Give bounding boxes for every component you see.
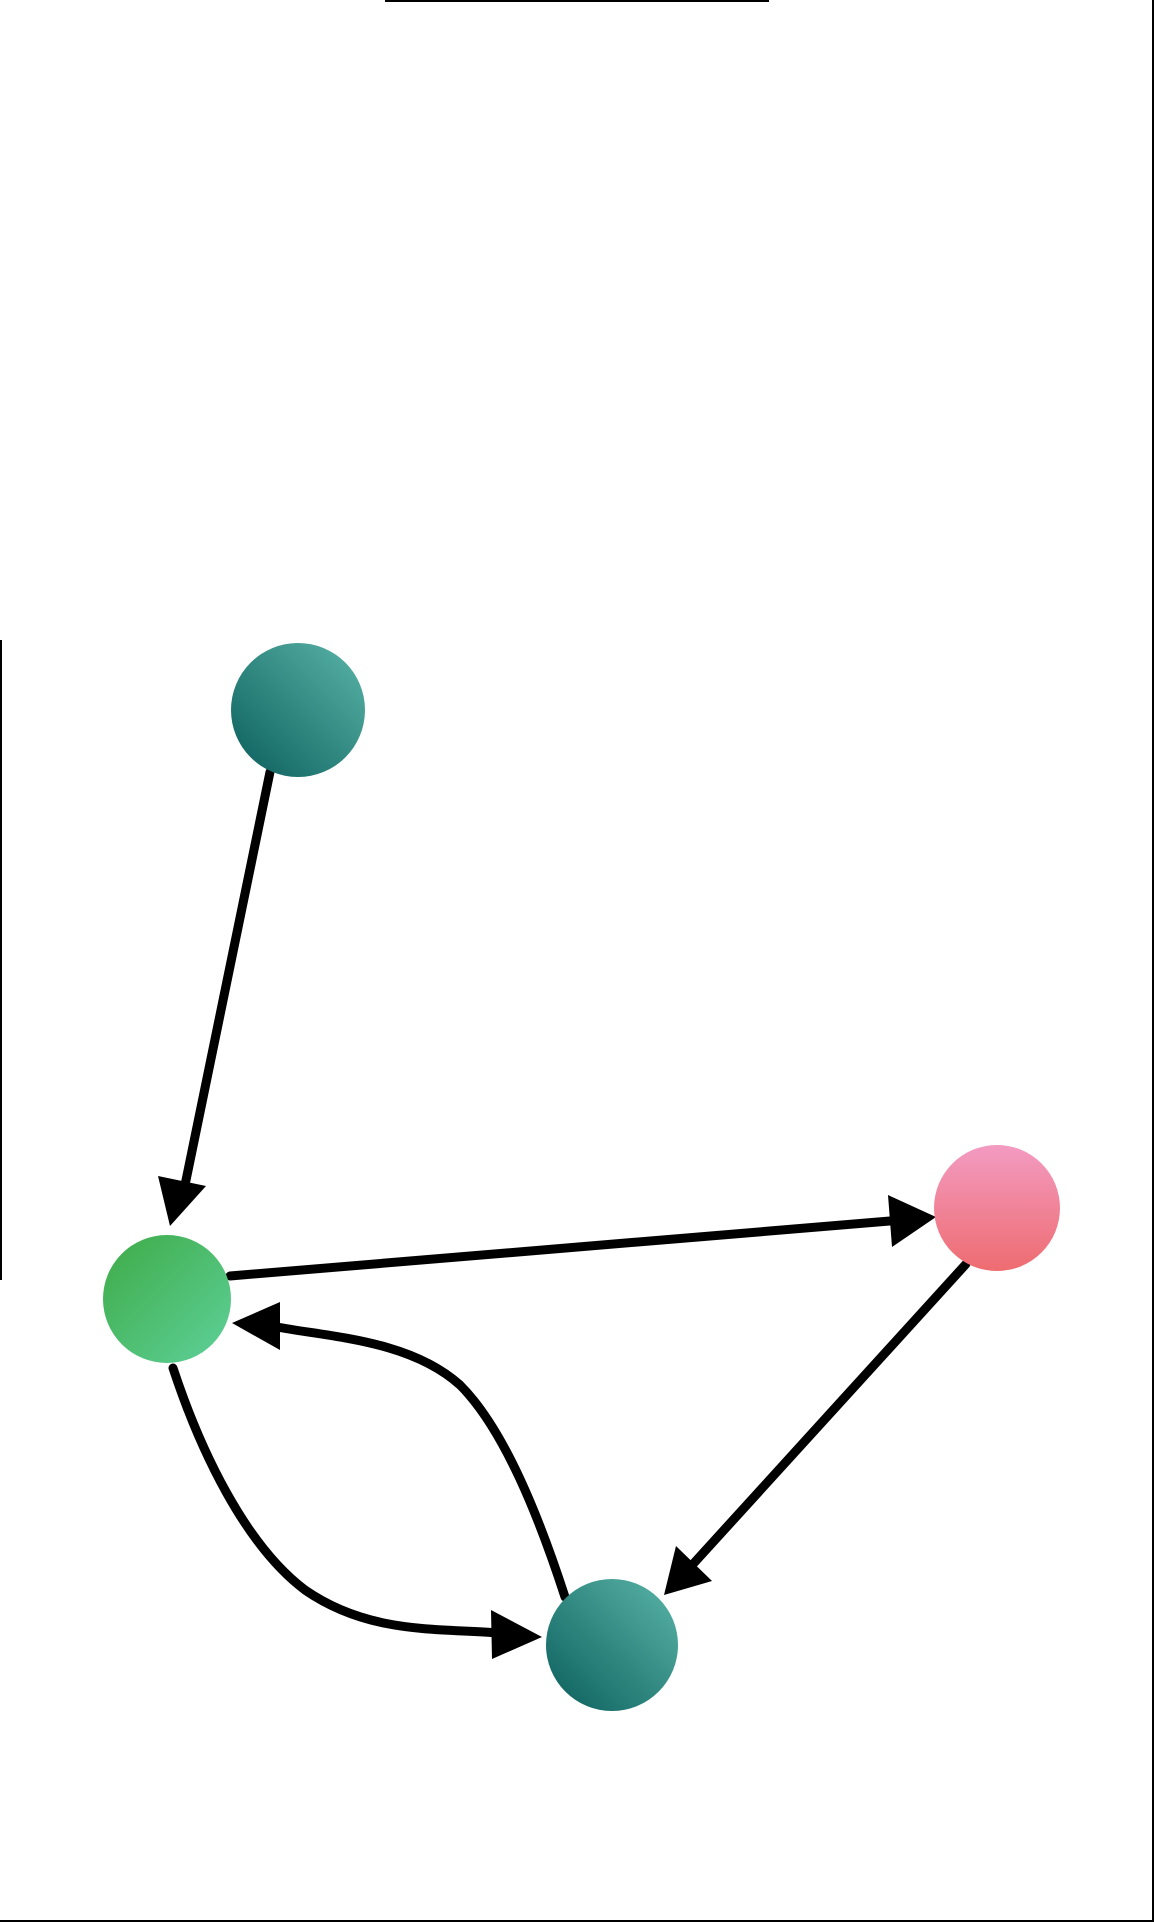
edge-right-pink-to-bottom-teal xyxy=(664,1264,966,1595)
arrowhead-icon xyxy=(888,1195,936,1247)
edge-line xyxy=(184,772,270,1190)
arrowhead-icon xyxy=(158,1176,206,1226)
node-left-green xyxy=(103,1235,231,1363)
arrowhead-icon xyxy=(232,1302,280,1350)
edge-line xyxy=(694,1264,966,1563)
edge-bottom-teal-to-left-green xyxy=(232,1302,565,1597)
edge-line xyxy=(277,1327,565,1597)
node-right-pink xyxy=(934,1145,1060,1271)
edge-line xyxy=(173,1368,498,1633)
edge-left-green-to-right-pink xyxy=(230,1195,936,1276)
edge-line xyxy=(230,1221,890,1276)
arrowhead-icon xyxy=(491,1610,542,1659)
node-top-teal xyxy=(231,643,365,777)
node-bottom-teal xyxy=(546,1579,678,1711)
edge-top-teal-to-left-green xyxy=(158,772,270,1226)
